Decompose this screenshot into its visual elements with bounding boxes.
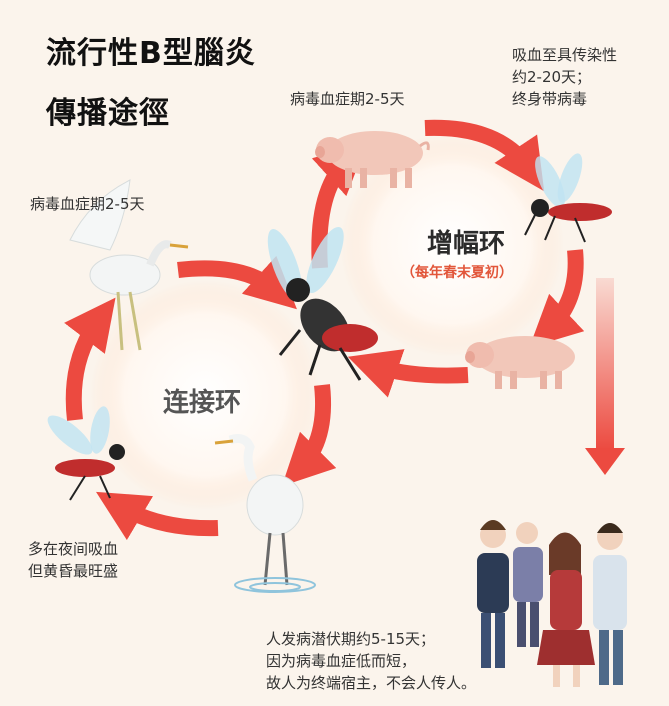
note-mosquito-night: 多在夜间吸血 但黄昏最旺盛: [28, 540, 119, 580]
arrow-pig-to-center: [347, 349, 469, 398]
arrow-pig-to-mosquito: [424, 119, 545, 192]
arrow-bird-to-center: [177, 255, 297, 310]
arrow-center-to-egret: [281, 384, 337, 487]
page-title: 流行性B型腦炎: [46, 36, 256, 71]
people-group-icon: [477, 520, 627, 687]
note-pig-viremia: 病毒血症期2-5天: [290, 90, 405, 108]
arrow-mosquito-to-bird: [64, 297, 116, 421]
pig-icon: [465, 336, 575, 389]
down-arrow-icon: [585, 278, 625, 475]
arrow-mosquito-to-pig: [529, 249, 585, 348]
egret-icon: [69, 179, 189, 351]
connection-loop-title: 连接环: [162, 388, 241, 418]
note-human: 人发病潜伏期约5-15天； 因为病毒血症低而短， 故人为终端宿主，不会人传人。: [266, 630, 477, 692]
amplification-loop-subtitle: （每年春末夏初）: [401, 265, 513, 281]
mosquito-icon: [47, 406, 125, 501]
connection-loop-bg: [90, 280, 320, 510]
note-mosquito-infect: 吸血至具传染性 约2-20天； 终身带病毒: [512, 46, 618, 108]
mosquito-icon: [524, 153, 612, 243]
amplification-loop-title: 增幅环: [426, 229, 505, 259]
egret-icon: [214, 434, 316, 593]
mosquito-icon: [267, 226, 378, 381]
arrow-egret-to-mosquito: [95, 491, 219, 541]
page-subtitle: 傳播途徑: [46, 96, 170, 131]
pig-icon: [315, 131, 430, 188]
note-bird-viremia: 病毒血症期2-5天: [30, 195, 145, 213]
